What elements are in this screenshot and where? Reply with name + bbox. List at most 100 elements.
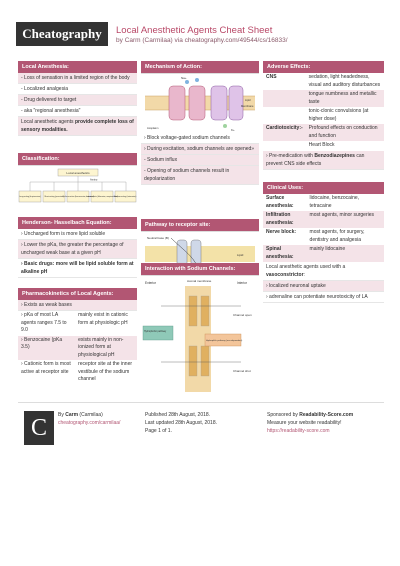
list-item: › Uncharged form is more lipid soluble [18,229,137,240]
footer-dates-block: Published 28th August, 2018. Last update… [145,411,217,435]
note-bold: vasoconstrictor [266,272,304,278]
table-row: CNS sedation, light headedness, visual a… [263,73,384,90]
cheatography-logo[interactable]: Cheatography [16,22,108,46]
sheet-url-link[interactable]: cheatography.com/49544/cs/16833/ [184,37,288,44]
diagram-label: Exterior [145,281,157,285]
table-row: tonic-clonic convulsions (at higher dose… [263,107,384,124]
page-header: Cheatography Local Anesthetic Agents Che… [0,0,400,56]
table-cell: lidocaine, benzocaine, tetracaine [309,195,360,209]
table-cell: tonic-clonic convulsions (at higher dose… [308,108,369,122]
author-link[interactable]: Carm (Carmilaa) [124,37,173,44]
table-cell: › pKa of most LA agents ranges 7.5 to 9.… [21,312,67,333]
list-item: - Loss of sensation in a limited region … [18,73,137,84]
interaction-diagram: Exterior Axonal membrane Interior Channe… [141,275,259,393]
diagram-label: Interior [237,281,248,285]
table-cell: Heart Block [308,142,335,148]
list-item: › adrenaline can potentiate neurotoxicit… [263,292,384,303]
table-row: Infiltration anesthesia: most agents, mi… [263,211,384,228]
table-cell: Profound effects on conduction and funct… [305,124,384,141]
sponsor-line: Sponsored by Readability-Score.com [267,411,353,419]
interaction-box: Interaction with Sodium Channels: Exteri… [141,263,259,393]
footer-author-alias: (Carmilaa) [79,412,103,418]
henderson-heading: Henderson- Hasselbach Equation: [18,217,137,229]
diagram-label: Na+ [181,76,187,80]
note-bold: Benzodiazepines [314,152,355,159]
diagram-label: Membrane [241,104,254,108]
table-row: Heart Block [263,141,384,151]
mechanism-box: Mechanism of Action: Na+ K+ Lipid Membra… [141,61,259,185]
table-cell: most agents, for surgery, dentistry and … [309,229,365,243]
tree-leaf-label: Medium-acting (tetracaine) [114,195,137,198]
diagram-label: Channel shut [233,369,251,373]
cheatography-c-logo: C [24,411,54,445]
list-item: › Lower the pKa, the greater the percent… [18,240,137,259]
table-cell: Spinal anesthesia: [263,245,307,262]
table-row: › Cationic form is most active at recept… [18,360,137,385]
diagram-label: Lipid [245,98,251,102]
tree-leaf-label: Intermediate (lidocaine, mepivacaine) [86,195,118,198]
diagram-label: Axoplasm [147,126,158,130]
page-count: Page 1 of 1. [145,428,172,434]
list-item: › localized neuronal uptake [263,281,384,292]
updated-date: Last updated 28th August, 2018. [145,420,218,426]
table-cell: Surface anesthesia: [266,195,294,209]
table-row: Spinal anesthesia: mainly lidocaine [263,245,384,262]
pharmacokinetics-lead: › Exists as weak bases [18,300,137,311]
list-item: - Sodium influx [141,155,259,166]
table-cell: Cardiotoxicity:- [263,124,306,141]
diagram-label: Channel open [233,313,252,317]
adverse-heading: Adverse Effects: [263,61,384,73]
table-cell: tongue numbness and metallic taste [305,90,384,107]
tree-leaf-label: Long-acting (bupivacaine) [19,195,41,198]
adverse-note: › Pre-medication with Benzodiazepines ca… [263,150,384,170]
table-row: Cardiotoxicity:- Profound effects on con… [263,124,384,141]
pharmacokinetics-heading: Pharmacokinetics of Local Agents: [18,288,137,300]
henderson-box: Henderson- Hasselbach Equation: › Unchar… [18,217,137,278]
local-anesthesia-heading: Local Anesthesia: [18,61,137,73]
classification-box: Classification: Local anesthetics Amino … [18,153,137,215]
sodium-channel-diagram-svg: Na+ K+ Lipid Membrane Axoplasm [145,76,255,132]
list-item: › Block voltage-gated sodium channels [141,133,259,144]
table-cell: Nerve block: [266,229,297,235]
list-item: - Opening of sodium channels result in d… [141,166,259,185]
clinical-note: Local anesthetic agents used with a vaso… [263,262,384,281]
mechanism-heading: Mechanism of Action: [141,61,259,73]
page-footer: C By Carm (Carmilaa) cheatography.com/ca… [18,402,384,450]
table-row: Surface anesthesia: lidocaine, benzocain… [263,194,384,211]
classification-tree-svg: Local anesthetics Amino Long-acting (bup… [18,168,137,203]
tree-mid-label: Amino [90,178,98,182]
tree-leaf-label: Short-acting (procaine) [44,195,64,198]
table-cell: sedation, light headedness, visual and a… [308,74,381,88]
note-text: : [303,272,305,278]
published-date: Published 28th August, 2018. [145,412,211,418]
diagram-label: Hydrophobic pathway [144,330,167,333]
table-cell: › Benzocaine (pKa 3.5) [18,335,76,360]
list-item: - aka "regional anesthesia" [18,106,137,117]
table-row: Nerve block: most agents, for surgery, d… [263,228,384,245]
adverse-box: Adverse Effects: CNS sedation, light hea… [263,61,384,170]
table-cell: exists mainly in non-ionized form at phy… [75,335,137,360]
sponsor-url-link[interactable]: https://readability-score.com [267,428,330,434]
footer-sponsor-block: Sponsored by Readability-Score.com Measu… [267,411,353,435]
diagram-label: K+ [231,128,235,132]
sponsor-name[interactable]: Readability-Score.com [299,412,354,418]
by-prefix: by [116,37,123,44]
table-cell [263,90,306,107]
clinical-table: Surface anesthesia: lidocaine, benzocain… [263,194,384,262]
table-cell: mainly lidocaine [306,245,384,262]
interaction-heading: Interaction with Sodium Channels: [141,263,259,275]
byline: by Carm (Carmilaa) via cheatography.com/… [116,37,288,44]
footer-by: By [58,412,64,418]
table-cell: › Cationic form is most active at recept… [21,361,71,375]
table-cell: most agents, minor surgeries [306,211,384,228]
footer-author-name: Carm [65,412,79,418]
diagram-label: Axonal membrane [187,279,212,283]
local-anesthesia-box: Local Anesthesia: - Loss of sensation in… [18,61,137,136]
note-text: Local anesthetic agents [21,119,74,125]
pharmacokinetics-table: › pKa of most LA agents ranges 7.5 to 9.… [18,311,137,385]
table-row: tongue numbness and metallic taste [263,90,384,107]
footer-profile-link[interactable]: cheatography.com/carmilaa/ [58,420,121,426]
mechanism-diagram: Na+ K+ Lipid Membrane Axoplasm [141,73,259,133]
via-text: via [174,37,183,44]
list-item: › Basic drugs: more will be lipid solubl… [18,259,137,278]
